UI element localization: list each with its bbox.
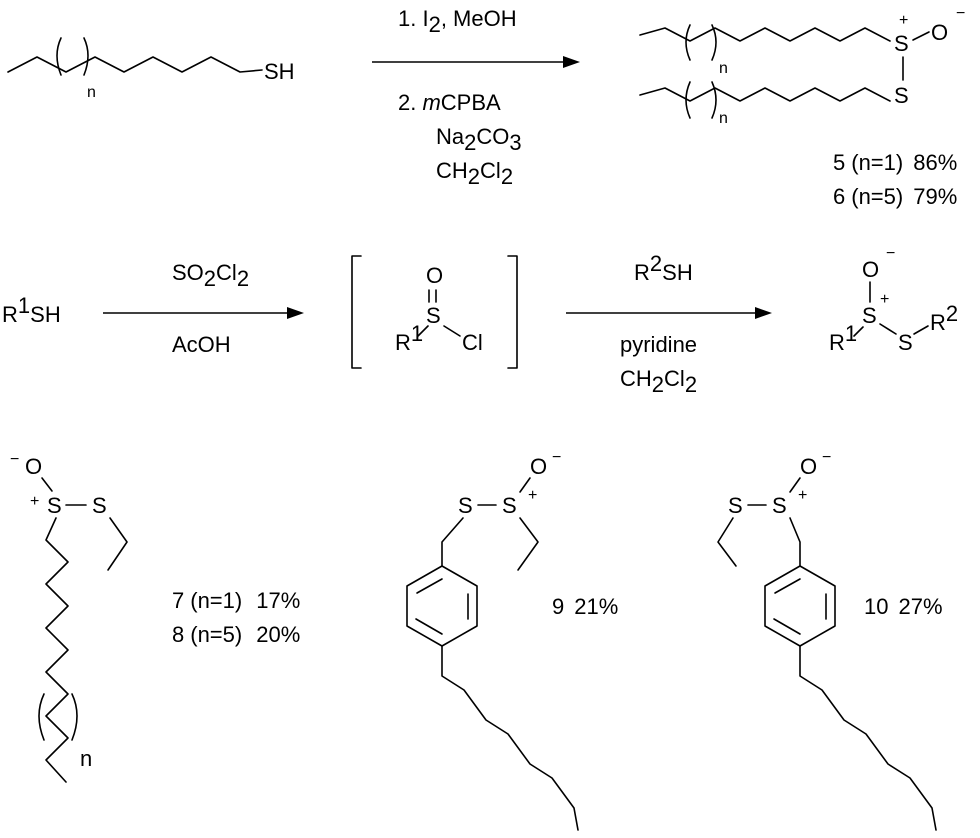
reaction-2: R1SH SO2Cl2 AcOH O S R1 Cl R2SH pyridine…: [2, 245, 958, 397]
c9-minus: −: [552, 449, 561, 466]
s-o-bond: [912, 31, 930, 41]
c78-s-o-bond: [41, 477, 53, 492]
c10-hexyl-chain: [799, 645, 937, 831]
c10-oxygen: O: [800, 454, 817, 479]
c10-minus: −: [822, 449, 831, 466]
c78-ethyl: [107, 517, 128, 571]
sulfinyl-s-label: S: [894, 31, 909, 56]
r1sh-label: R1SH: [2, 293, 61, 327]
product-chain-bottom: [639, 87, 891, 102]
product-chain-top: [639, 27, 891, 42]
reagent-so2cl2: SO2Cl2: [172, 260, 249, 291]
c9-ring-double-1: [416, 578, 443, 594]
bracket-right: [507, 255, 518, 369]
n-bracket-top-right: [711, 24, 717, 61]
thiol-sh-label: SH: [264, 59, 295, 84]
c10-ring-double-1: [774, 578, 801, 594]
reagent-step-2: 2. mCPBA: [398, 90, 501, 115]
c9-s2: S: [502, 493, 517, 518]
c78-alkyl-chain: [45, 517, 69, 783]
reagent-step-1: 1. I2, MeOH: [398, 6, 517, 37]
product-r1-s-bond: [853, 326, 864, 337]
n-bracket-top-left: [685, 24, 691, 61]
intermediate-chlorine: Cl: [462, 330, 483, 355]
c9-plus: +: [528, 487, 537, 504]
yield-entry-8: 8(n=5)20%: [172, 622, 300, 647]
product-oxygen: O: [862, 257, 879, 282]
thiol-chain: [7, 56, 263, 73]
c10-benzyl-ch2: [789, 517, 801, 567]
product-plus: +: [880, 291, 889, 308]
c9-s-o-bond: [519, 477, 531, 493]
n-bracket-bottom-right: [711, 81, 717, 119]
product-s1: S: [862, 303, 877, 328]
intermediate-oxygen: O: [426, 263, 443, 288]
c9-s1: S: [458, 493, 473, 518]
product-minus: −: [886, 245, 895, 262]
bracket-left: [351, 255, 362, 369]
intermediate-r-s-bond: [417, 325, 429, 337]
intermediate-sulfur: S: [426, 303, 441, 328]
n-label: n: [87, 84, 96, 101]
c10-s2: S: [772, 493, 787, 518]
c78-n-bracket-left: [38, 693, 45, 741]
product-s-s-bond: [879, 323, 897, 335]
c9-benzyl-ch2: [441, 517, 464, 567]
intermediate-r1: R1: [395, 321, 423, 355]
intermediate-s-cl-bond: [443, 325, 461, 337]
reagent-pyridine: pyridine: [620, 332, 697, 357]
reagent-base: Na2CO3: [436, 124, 522, 155]
c9-hexyl-chain: [441, 645, 579, 831]
oxygen-label: O: [931, 20, 948, 45]
c78-minus: −: [10, 451, 19, 468]
c10-s-o-bond: [789, 477, 801, 493]
n-bracket-right: [83, 37, 89, 76]
compounds-7-8: − O + S S n 7(n=1)17% 8(n=5)20%: [10, 451, 300, 783]
c10-ethyl: [717, 517, 737, 567]
c10-ring-double-3: [773, 618, 801, 635]
c10-plus: +: [798, 487, 807, 504]
c9-ring-double-3: [415, 618, 443, 635]
yield-entry-6: 6(n=5)79%: [833, 184, 957, 209]
n-bracket-bottom-left: [685, 81, 691, 119]
reagent-acoh: AcOH: [172, 332, 231, 357]
product-r1: R1: [829, 321, 857, 355]
minus-charge: −: [956, 5, 965, 22]
n-label-bottom: n: [719, 110, 728, 127]
c78-s1: S: [47, 493, 62, 518]
product-r2: R2: [930, 301, 958, 335]
n-bracket-left: [56, 37, 62, 76]
c78-n-label: n: [80, 746, 92, 771]
c78-n-bracket-right: [71, 693, 78, 741]
yield-entry-5: 5(n=1)86%: [833, 150, 957, 175]
arrow-head-1: [563, 56, 580, 68]
plus-charge: +: [899, 12, 908, 29]
reagent-r2sh: R2SH: [634, 251, 693, 285]
c78-plus: +: [30, 493, 39, 510]
product-s-r2-bond: [913, 325, 929, 335]
sulfenyl-s-label: S: [894, 83, 909, 108]
reaction-1: n SH 1. I2, MeOH 2. mCPBA Na2CO3 CH2Cl2 …: [7, 5, 965, 209]
c10-s1: S: [728, 493, 743, 518]
reagent-ch2cl2: CH2Cl2: [620, 366, 697, 397]
n-label-top: n: [719, 60, 728, 77]
product-s2: S: [898, 330, 913, 355]
c9-ethyl: [517, 517, 539, 571]
c9-oxygen: O: [530, 454, 547, 479]
yield-entry-7: 7(n=1)17%: [172, 588, 300, 613]
c78-s2: S: [92, 493, 107, 518]
arrow-head-2: [287, 307, 304, 319]
c78-oxygen: O: [25, 454, 42, 479]
arrow-head-3: [755, 307, 772, 319]
reagent-solvent: CH2Cl2: [436, 158, 513, 189]
